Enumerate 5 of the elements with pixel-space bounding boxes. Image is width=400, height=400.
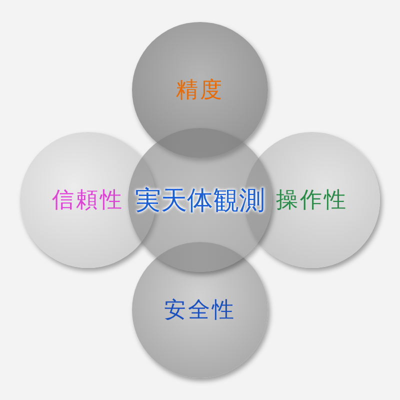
- category-label: 安全性: [164, 297, 236, 325]
- category-label: 精度: [176, 77, 224, 105]
- category-label: 実天体観測: [135, 184, 265, 218]
- category-label: 信頼性: [52, 187, 124, 215]
- category-label: 操作性: [276, 187, 348, 215]
